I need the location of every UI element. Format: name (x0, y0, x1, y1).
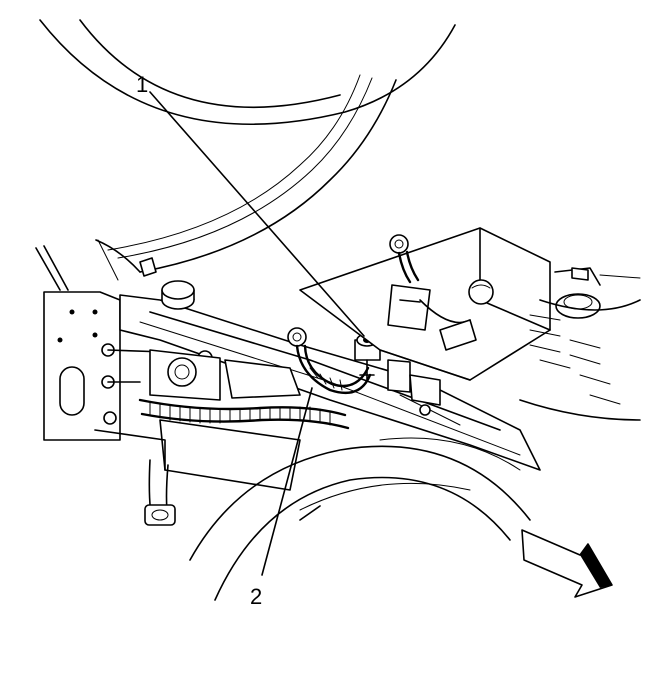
mount-bracket (149, 349, 301, 401)
callout-2-label: 2 (250, 584, 262, 609)
bracket-bolts (101, 343, 213, 425)
lower-bracket (387, 359, 461, 426)
callout-2-leader (261, 387, 313, 576)
wiring-loom (138, 398, 350, 430)
wheel-well (189, 437, 531, 601)
battery-cable (287, 327, 372, 395)
callout-1-leader (149, 91, 365, 337)
washer-reservoir (519, 267, 641, 421)
fender-panel (35, 239, 121, 441)
hood-outline (39, 19, 456, 273)
arrow-icon (521, 529, 613, 598)
inner-fender-frame (94, 419, 301, 526)
callout-1-label: 1 (136, 72, 148, 97)
coolant-cap (139, 257, 195, 310)
positive-cable (387, 234, 477, 351)
